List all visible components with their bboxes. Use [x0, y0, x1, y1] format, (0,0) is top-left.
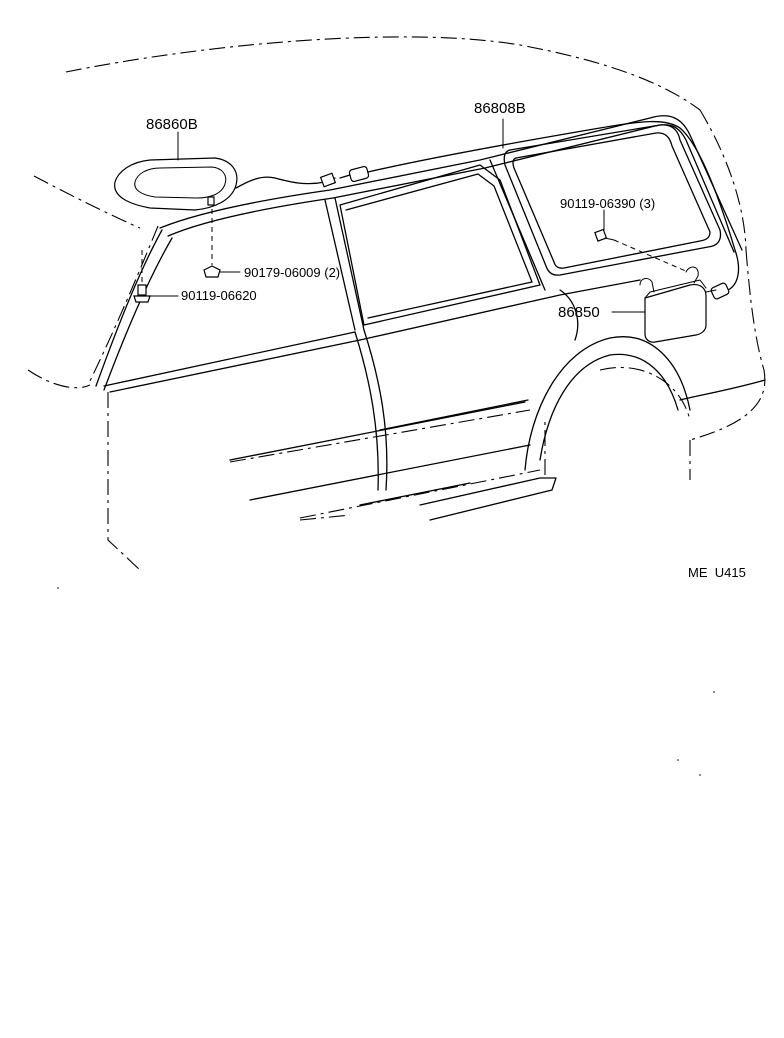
vehicle-body-outline [27, 36, 766, 571]
antenna-pad-part [114, 131, 238, 211]
scan-specks [57, 587, 715, 776]
label-screw-pillar: 90119-06620 [181, 288, 257, 303]
screw-upper-part [594, 209, 689, 273]
amplifier-part [611, 266, 717, 343]
reference-code: ME U415 [688, 565, 746, 580]
antenna-cord-part [235, 118, 740, 300]
label-antenna-pad: 86860B [146, 116, 198, 133]
window-frames [95, 115, 766, 521]
label-nut-pillar: 90179-06009 (2) [244, 265, 340, 280]
label-antenna-cord: 86808B [474, 100, 526, 117]
label-screw-upper: 90119-06390 (3) [560, 196, 655, 211]
label-amplifier: 86850 [558, 304, 600, 321]
pillar-fasteners [133, 196, 241, 303]
